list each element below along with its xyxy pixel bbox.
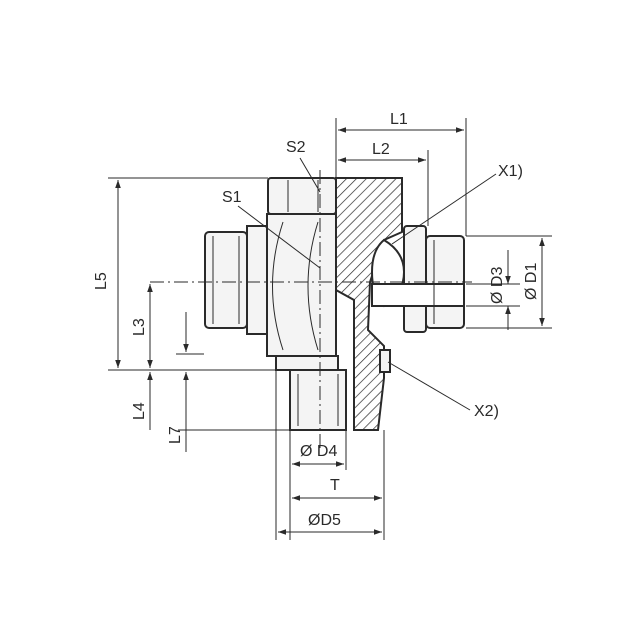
label-t: T [330, 477, 340, 494]
o-ring-x2 [379, 349, 391, 373]
banjo-body [204, 177, 339, 371]
label-d1: Ø D1 [523, 263, 540, 300]
label-l5: L5 [93, 272, 110, 290]
leader-s1 [237, 205, 321, 269]
label-l2: L2 [372, 141, 390, 158]
label-x2: X2) [474, 403, 499, 420]
right-connection [371, 225, 465, 333]
leader-x2 [387, 361, 471, 411]
label-s2: S2 [286, 139, 306, 156]
hollow-bolt [289, 177, 406, 431]
bolt-section-hatched [335, 177, 403, 431]
right-nut [403, 225, 427, 333]
bottom-seal-ring [275, 355, 339, 371]
tube-bore [371, 283, 465, 307]
label-d4: Ø D4 [300, 443, 337, 460]
label-d5: ØD5 [308, 512, 341, 529]
label-l3: L3 [131, 318, 148, 336]
left-thread-stub [204, 231, 248, 329]
hex-nut-top [267, 177, 337, 215]
label-l4: L4 [131, 402, 148, 420]
leader-s2 [299, 157, 321, 193]
label-l1: L1 [390, 111, 408, 128]
label-s1: S1 [222, 189, 242, 206]
label-x1: X1) [498, 163, 523, 180]
leader-x1 [391, 173, 497, 245]
bottom-thread-shank [289, 369, 347, 431]
left-collar [246, 225, 268, 335]
label-d3: Ø D3 [489, 267, 506, 304]
label-l7: L7 [167, 426, 184, 444]
